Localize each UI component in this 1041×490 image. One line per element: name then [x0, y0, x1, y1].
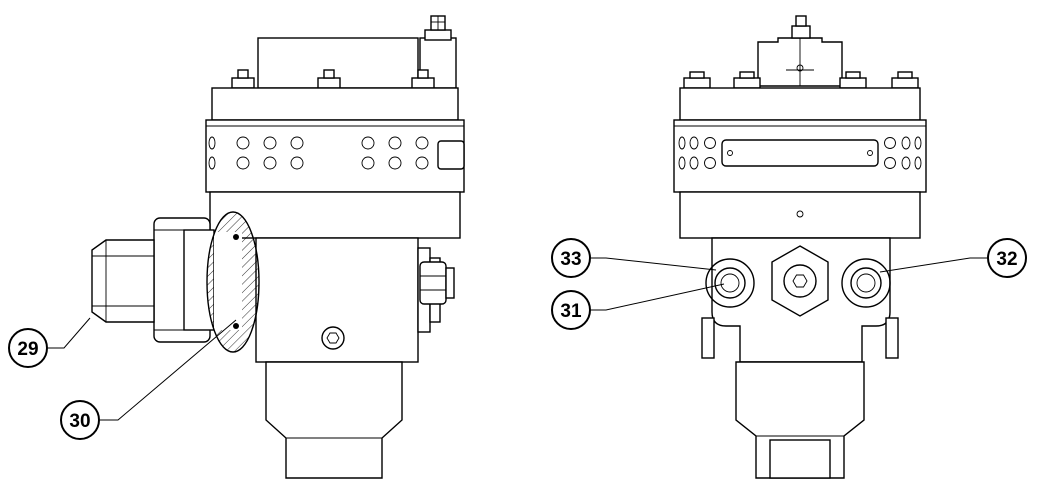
- callout-31-label: 31: [560, 301, 582, 322]
- lower-upper-body: [209, 191, 461, 239]
- callout-32-label: 32: [996, 249, 1017, 270]
- callout-32: 32: [879, 238, 1027, 278]
- callout-33: 33: [551, 238, 717, 278]
- side-view: [91, 15, 465, 479]
- front-lower-body: [679, 191, 921, 239]
- front-upper-housing: [679, 87, 921, 121]
- upper-housing: [211, 87, 459, 121]
- callout-29: 29: [8, 317, 91, 368]
- callout-31: 31: [551, 283, 725, 330]
- top-yoke-bolt: [791, 25, 811, 39]
- callout-30: 30: [60, 319, 237, 440]
- name-plate: [721, 139, 879, 167]
- bottom-cylinder: [265, 361, 403, 479]
- front-bottom-cylinder: [735, 361, 865, 479]
- perforated-band: [205, 119, 465, 193]
- port-right: [841, 258, 891, 308]
- section-detail: [206, 211, 260, 353]
- callout-30-label: 30: [69, 411, 90, 432]
- front-view: [673, 15, 927, 479]
- side-nut: [419, 261, 447, 305]
- port-center: [771, 245, 829, 317]
- callout-29-label: 29: [17, 339, 38, 360]
- front-band-holes: [678, 136, 922, 170]
- socket-screw: [321, 326, 345, 350]
- callout-33-label: 33: [560, 249, 581, 270]
- valve-block: [255, 237, 419, 363]
- port-left: [705, 258, 755, 308]
- front-cover-bolts: [683, 71, 919, 89]
- side-tab: [437, 140, 465, 170]
- upper-nut: [424, 29, 452, 41]
- threaded-connector: [91, 217, 215, 343]
- band-holes: [208, 136, 429, 170]
